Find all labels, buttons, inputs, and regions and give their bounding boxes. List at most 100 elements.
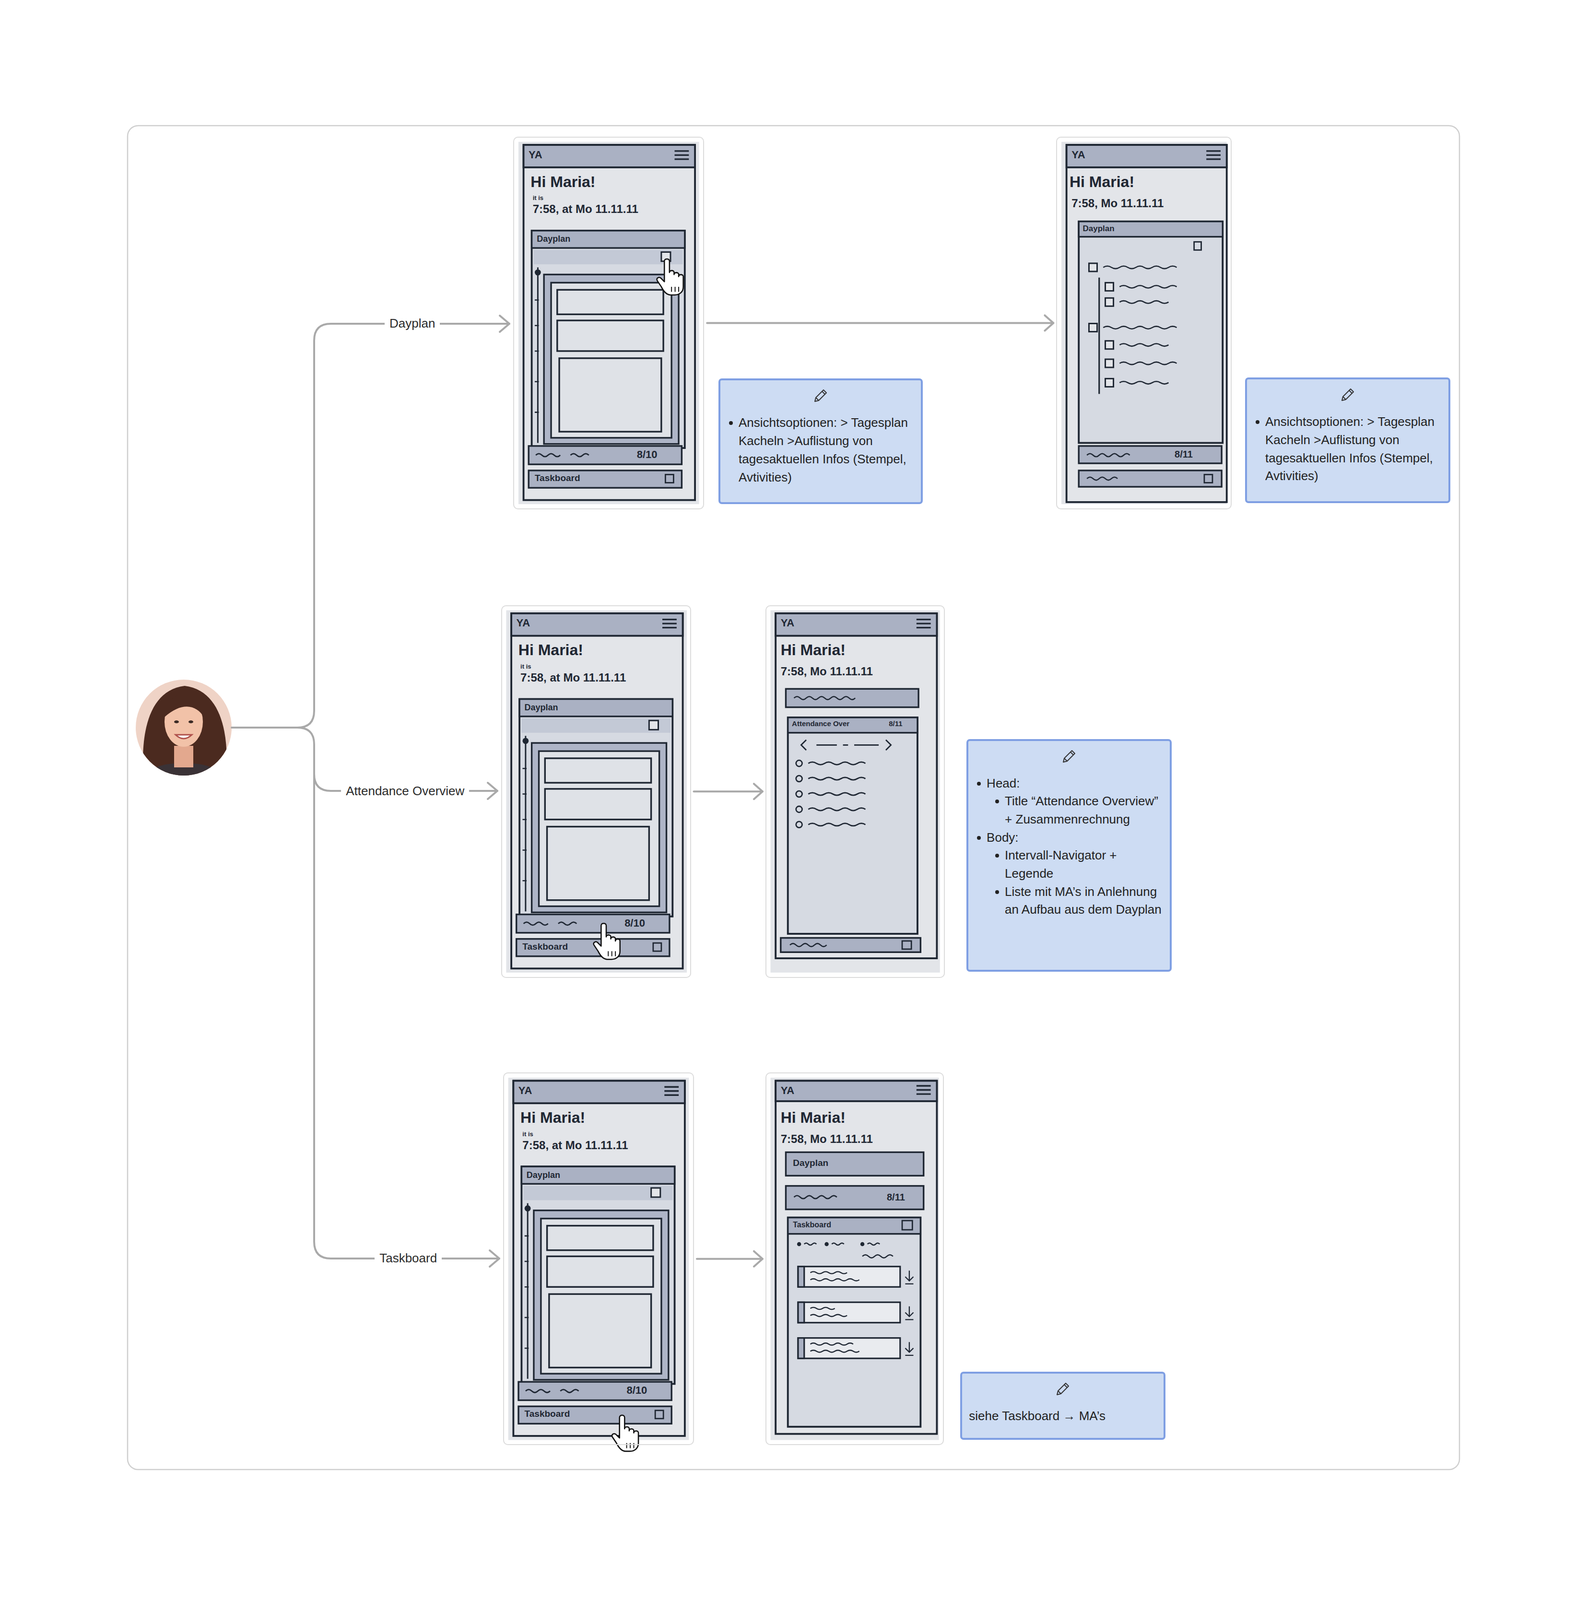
sketch-text: Dayplan — [524, 703, 559, 713]
note-text: Head: — [986, 776, 1020, 791]
note-text: Liste mit MA’s in Anlehnung an Aufbau au… — [1004, 884, 1162, 918]
sketch-rect — [775, 613, 937, 636]
note-box: Ansichtsoptionen: > Tagesplan Kacheln >A… — [718, 378, 923, 505]
sketch-path — [916, 1085, 931, 1094]
bullet-dot — [995, 890, 1000, 894]
sketch-rect — [780, 937, 921, 953]
sketch-text: 7:58, at Mo 11.11.11 — [520, 671, 626, 684]
sketch-use — [505, 610, 687, 973]
pencil-icon-path — [1063, 750, 1075, 763]
sketch-rect — [1105, 341, 1114, 350]
branch-label: Taskboard — [374, 1249, 442, 1267]
sketch-rect — [1066, 144, 1227, 503]
sketch-path — [1206, 151, 1221, 160]
note-box: Ansichtsoptionen: > Tagesplan Kacheln >A… — [1245, 377, 1451, 504]
sketch-path — [804, 1243, 817, 1246]
sketch-g — [804, 1243, 894, 1259]
flow-arrow — [706, 321, 1054, 324]
sketch-path — [916, 619, 931, 628]
sketch-text: 8/10 — [624, 917, 646, 930]
sketch-text: Attendance Over — [791, 719, 850, 729]
pencil-icon-path — [814, 389, 827, 402]
sketch-rect — [1105, 359, 1114, 368]
sketch-text: YA — [1071, 149, 1086, 161]
wireframe-screen: YAHi Maria!7:58, Mo 11.11.11Dayplan8/11T… — [765, 1072, 944, 1446]
sketch-circle — [796, 760, 803, 767]
sketch-text: YA — [516, 617, 531, 629]
sketch-path — [1119, 362, 1177, 365]
pencil-icon — [1060, 747, 1078, 765]
sketch-text: 8/10 — [636, 448, 658, 461]
sketch-circle — [796, 806, 803, 813]
sketch-rect — [775, 1080, 937, 1102]
sketch-path — [862, 1254, 894, 1258]
sketch-path — [487, 782, 498, 800]
bullet-dot — [976, 781, 981, 786]
sketch-g — [810, 1270, 914, 1356]
sketch-rect — [1078, 221, 1223, 237]
sketch-text: YA — [528, 149, 543, 161]
sketch-text: Hi Maria! — [780, 1109, 846, 1127]
sketch-rect — [1105, 297, 1114, 306]
sketch-use — [657, 258, 684, 295]
bullet-dot — [1255, 420, 1260, 424]
sketch-path — [867, 1243, 881, 1246]
sketch-rect — [785, 1186, 924, 1210]
outer-frame — [127, 125, 1460, 1470]
sketch-text: it is — [532, 194, 544, 202]
pencil-icon-path — [1057, 1383, 1069, 1395]
note-text: Intervall-Navigator + Legende — [1004, 847, 1117, 881]
sketch-text: Dayplan — [526, 1170, 561, 1181]
sketch-text: 7:58, Mo 11.11.11 — [780, 665, 873, 678]
wireframe-sketch — [770, 610, 941, 973]
sketch-text: Hi Maria! — [530, 173, 596, 191]
sketch-text: Hi Maria! — [780, 641, 846, 659]
sketch-rect — [798, 1302, 901, 1323]
sketch-rect — [798, 1302, 805, 1323]
sketch-rect — [785, 688, 919, 707]
sketch-text: 7:58, Mo 11.11.11 — [1071, 197, 1164, 210]
sketch-rect — [788, 717, 918, 733]
sketch-path — [905, 1270, 914, 1284]
sketch-g — [796, 740, 892, 828]
sketch-text: 8/10 — [626, 1384, 647, 1397]
sketch-g — [1088, 263, 1114, 387]
sketch-use — [611, 1415, 639, 1452]
sketch-rect — [775, 613, 937, 959]
sketch-text: YA — [780, 617, 795, 629]
sketch-path — [793, 696, 856, 700]
sketch-rect — [775, 1080, 937, 1434]
sketch-text: Dayplan — [792, 1158, 829, 1169]
sketch-text: Hi Maria! — [518, 641, 584, 659]
sketch-path — [499, 315, 510, 332]
sketch-circle — [796, 821, 803, 828]
sketch-path — [1119, 285, 1177, 288]
note-text: Ansichtsoptionen: > Tagesplan Kacheln >A… — [738, 415, 908, 484]
sketch-path — [1103, 326, 1177, 329]
sketch-text: Taskboard — [792, 1220, 832, 1230]
pencil-icon-path — [1341, 388, 1354, 401]
sketch-text: 7:58, at Mo 11.11.11 — [522, 1139, 628, 1152]
sketch-rect — [788, 1217, 921, 1427]
sketch-circle — [824, 1242, 829, 1247]
sketch-rect — [788, 1217, 921, 1235]
sketch-path — [793, 1195, 837, 1199]
note-line: Intervall-Navigator + Legende — [975, 846, 1164, 883]
bullet-dot — [995, 853, 1000, 858]
bullet-dot — [729, 421, 733, 425]
sketch-rect — [1078, 470, 1222, 487]
sketch-text: Hi Maria! — [1069, 173, 1135, 191]
note-line: Liste mit MA’s in Anlehnung an Aufbau au… — [975, 882, 1164, 919]
pencil-icon — [811, 387, 830, 405]
sketch-text: 8/11 — [1174, 448, 1193, 460]
sketch-path — [808, 792, 866, 796]
wireframe-sketch — [505, 610, 687, 973]
sketch-path — [810, 1271, 860, 1281]
sketch-text: YA — [780, 1084, 795, 1097]
sketch-path — [1098, 277, 1100, 395]
sketch-path — [810, 1307, 848, 1317]
pencil-icon — [1054, 1380, 1072, 1398]
note-line: siehe Taskboard → MA’s — [968, 1407, 1157, 1426]
